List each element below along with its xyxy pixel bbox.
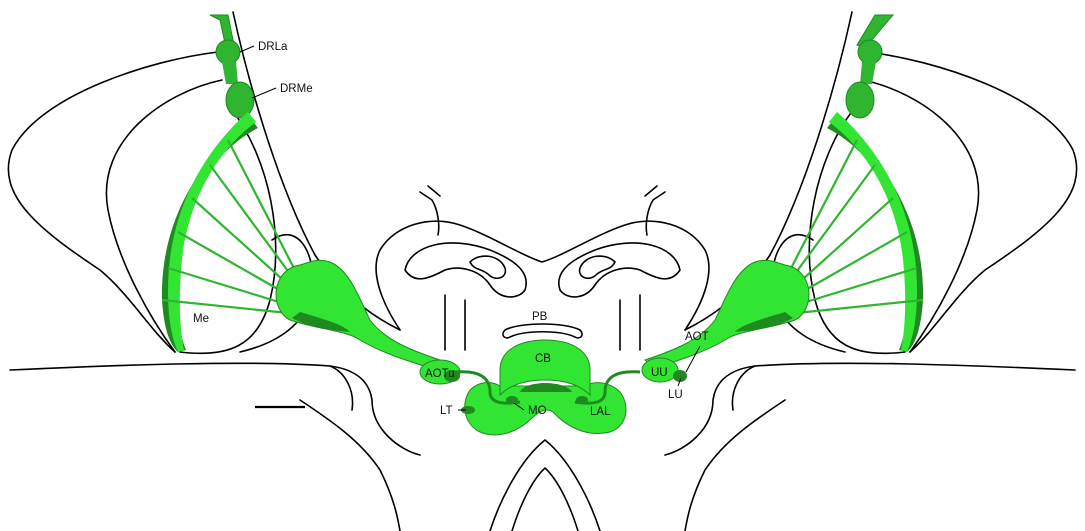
right-arch bbox=[559, 243, 680, 297]
right-medulla-arc-light bbox=[829, 112, 917, 352]
right-antenna bbox=[645, 186, 665, 235]
label-mo: MO bbox=[528, 405, 547, 417]
left-dorsal-rim bbox=[210, 15, 254, 118]
central-body-lower bbox=[520, 383, 572, 392]
left-antenna bbox=[420, 186, 440, 235]
lower-central-outline bbox=[490, 440, 600, 531]
protocerebral-bridge bbox=[503, 324, 582, 338]
left-optic-lobe bbox=[8, 12, 420, 531]
label-lt: LT bbox=[440, 405, 453, 417]
label-pb: PB bbox=[532, 311, 548, 323]
left-column bbox=[445, 295, 465, 350]
left-stalk bbox=[300, 400, 400, 531]
label-lu: LU bbox=[668, 389, 683, 401]
label-me: Me bbox=[193, 313, 209, 325]
label-cb: CB bbox=[535, 353, 551, 365]
right-mo-blob bbox=[576, 396, 588, 404]
left-stalk-2 bbox=[330, 366, 353, 410]
label-uu: UU bbox=[651, 367, 668, 379]
label-drme: DRMe bbox=[280, 83, 313, 95]
left-arch bbox=[405, 243, 526, 297]
label-aotu: AOTu bbox=[425, 368, 455, 380]
label-lal: LAL bbox=[590, 406, 611, 418]
right-dorsal-rim bbox=[846, 15, 893, 118]
lower-central-inner bbox=[512, 468, 578, 531]
left-medulla-arc-light bbox=[168, 112, 256, 352]
label-drla: DRLa bbox=[258, 41, 288, 53]
left-lower-outline bbox=[10, 363, 420, 455]
mo-blob bbox=[506, 396, 518, 404]
right-column bbox=[620, 295, 640, 350]
label-aot: AOT bbox=[685, 331, 709, 343]
